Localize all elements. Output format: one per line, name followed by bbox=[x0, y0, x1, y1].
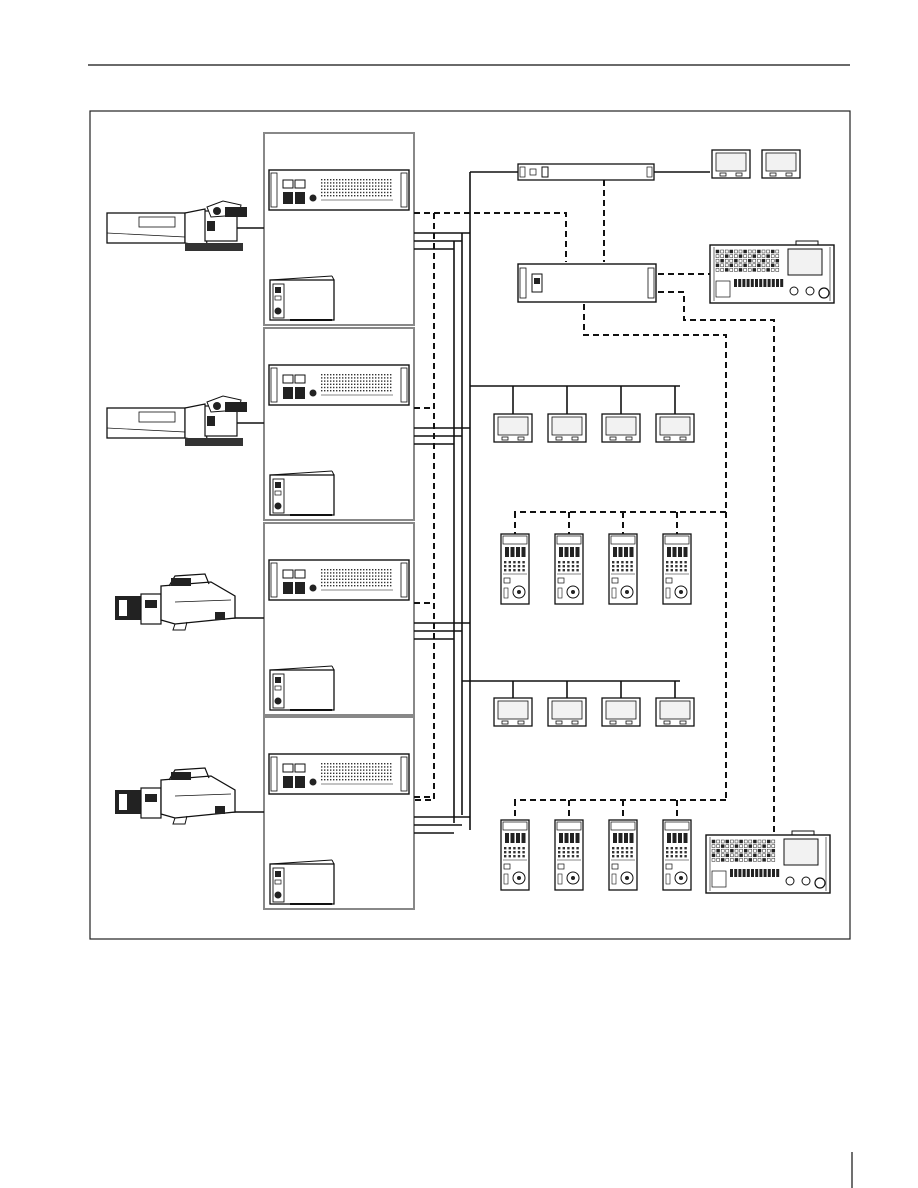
video-monitor-icon bbox=[712, 150, 750, 178]
video-monitor-icon bbox=[602, 698, 640, 726]
video-monitor-icon bbox=[548, 414, 586, 442]
remote-control-panel-icon bbox=[663, 820, 691, 890]
master-setup-unit-icon bbox=[706, 831, 830, 893]
remote-control-panel-icon bbox=[501, 820, 529, 890]
camera-adapter-icon bbox=[270, 666, 334, 710]
video-monitor-icon bbox=[494, 698, 532, 726]
camera-adapter-icon bbox=[270, 276, 334, 320]
video-monitor-icon bbox=[656, 414, 694, 442]
ccu-icon bbox=[269, 170, 409, 210]
video-monitor-icon bbox=[494, 414, 532, 442]
remote-control-panel-icon bbox=[501, 534, 529, 604]
remote-control-panel-icon bbox=[609, 820, 637, 890]
remote-control-panel-icon bbox=[609, 534, 637, 604]
ccu-icon bbox=[269, 365, 409, 405]
video-monitor-icon bbox=[656, 698, 694, 726]
studio-camera-icon bbox=[115, 574, 235, 630]
portable-camera-icon bbox=[107, 396, 247, 446]
ccu-icon bbox=[269, 754, 409, 794]
control-bus-line bbox=[414, 213, 434, 800]
camera-command-network-unit-icon bbox=[518, 264, 656, 302]
video-monitor-icon bbox=[548, 698, 586, 726]
portable-camera-icon bbox=[107, 201, 247, 251]
master-setup-unit-icon bbox=[710, 241, 834, 303]
studio-camera-icon bbox=[115, 768, 235, 824]
camera-adapter-icon bbox=[270, 471, 334, 515]
remote-control-panel-icon bbox=[555, 534, 583, 604]
video-monitor-icon bbox=[762, 150, 800, 178]
video-monitor-icon bbox=[602, 414, 640, 442]
camera-adapter-icon bbox=[270, 860, 334, 904]
ccu-icon bbox=[269, 560, 409, 600]
remote-control-panel-icon bbox=[555, 820, 583, 890]
network-hub-icon bbox=[518, 164, 654, 180]
remote-control-panel-icon bbox=[663, 534, 691, 604]
